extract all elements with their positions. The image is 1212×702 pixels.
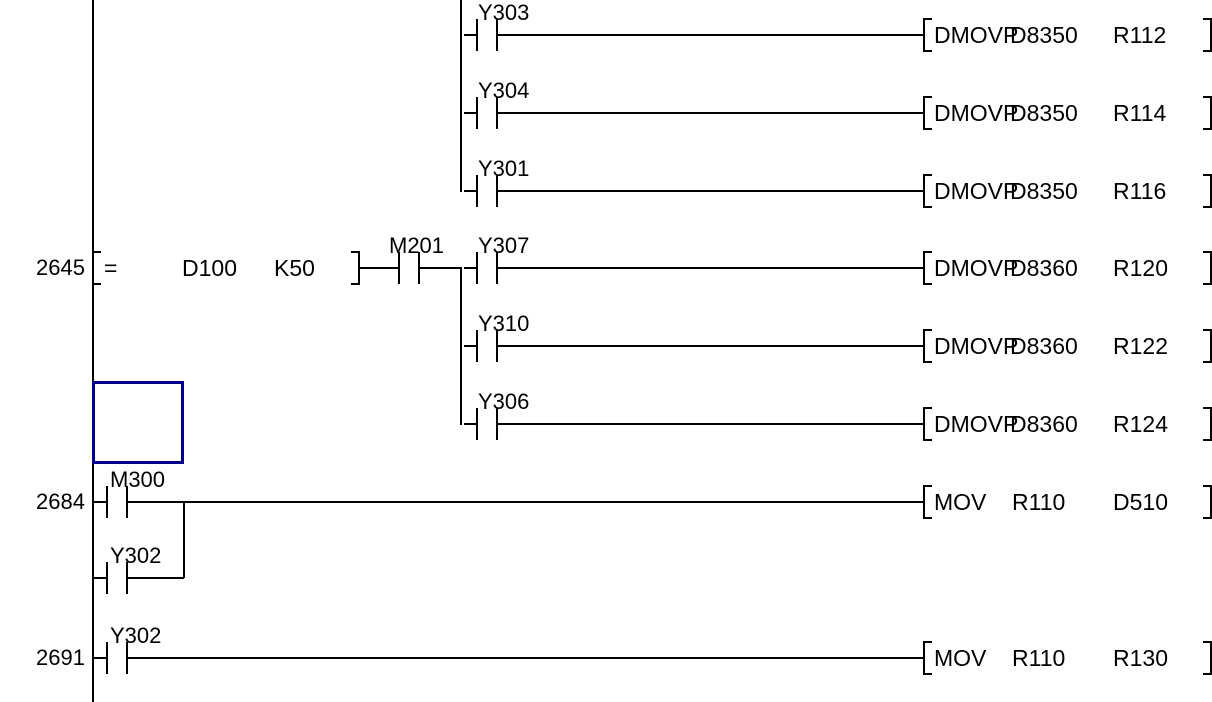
instruction-operand2-3[interactable]: R116 bbox=[1113, 178, 1167, 204]
instruction-bracket-open-5 bbox=[923, 329, 932, 363]
instruction-bracket-open-2 bbox=[923, 96, 932, 130]
instruction-name-5[interactable]: DMOVP bbox=[934, 333, 1019, 359]
contact-label-y306: Y306 bbox=[478, 389, 530, 414]
instruction-bracket-close-1 bbox=[1203, 18, 1212, 52]
rung-wire-a2 bbox=[508, 112, 925, 114]
instruction-operand1-8[interactable]: R110 bbox=[1012, 645, 1066, 671]
instruction-operand2-1[interactable]: R112 bbox=[1113, 22, 1167, 48]
contact-label-y307: Y307 bbox=[478, 233, 530, 258]
rung-wire-b2 bbox=[508, 345, 925, 347]
rung-wire-a3 bbox=[508, 190, 925, 192]
instruction-bracket-open-3 bbox=[923, 174, 932, 208]
instruction-operand1-7[interactable]: R110 bbox=[1012, 489, 1066, 515]
instruction-name-2[interactable]: DMOVP bbox=[934, 100, 1019, 126]
step-number-2684: 2684 bbox=[36, 489, 85, 514]
instruction-operand2-4[interactable]: R120 bbox=[1113, 255, 1168, 281]
step-number-2691: 2691 bbox=[36, 645, 85, 670]
instruction-bracket-close-2 bbox=[1203, 96, 1212, 130]
contact-label-y304: Y304 bbox=[478, 78, 530, 103]
instruction-name-4[interactable]: DMOVP bbox=[934, 255, 1019, 281]
contact-label-y310: Y310 bbox=[478, 311, 530, 336]
instruction-operand1-6[interactable]: D8360 bbox=[1010, 411, 1078, 437]
instruction-bracket-close-7 bbox=[1203, 485, 1212, 519]
contact-y307[interactable] bbox=[464, 252, 510, 284]
contact-label-y302-branch: Y302 bbox=[110, 543, 162, 568]
instruction-operand1-2[interactable]: D8350 bbox=[1010, 100, 1078, 126]
rung-wire-2645-lead bbox=[360, 267, 386, 269]
contact-label-m201: M201 bbox=[389, 233, 445, 258]
instruction-bracket-open-4 bbox=[923, 251, 932, 285]
contact-y302-2691[interactable] bbox=[94, 642, 140, 674]
instruction-name-1[interactable]: DMOVP bbox=[934, 22, 1019, 48]
instruction-name-6[interactable]: DMOVP bbox=[934, 411, 1019, 437]
branch-join-right-2684 bbox=[183, 501, 185, 578]
rung-wire-2691-main bbox=[138, 657, 925, 659]
contact-label-m300: M300 bbox=[110, 467, 166, 492]
compare-operand1[interactable]: D100 bbox=[182, 255, 237, 281]
branch-rail-group-a bbox=[460, 0, 462, 192]
instruction-operand1-5[interactable]: D8360 bbox=[1010, 333, 1078, 359]
instruction-name-7[interactable]: MOV bbox=[934, 489, 987, 515]
instruction-operand2-7[interactable]: D510 bbox=[1113, 489, 1168, 515]
branch-wire-2684-bottom bbox=[138, 577, 184, 579]
instruction-name-3[interactable]: DMOVP bbox=[934, 178, 1019, 204]
selection-cursor[interactable] bbox=[92, 381, 184, 464]
instruction-bracket-close-6 bbox=[1203, 407, 1212, 441]
instruction-bracket-close-5 bbox=[1203, 329, 1212, 363]
branch-rail-group-b bbox=[460, 267, 462, 425]
rung-wire-b1 bbox=[508, 267, 925, 269]
compare-bracket-open bbox=[92, 251, 101, 285]
step-number-2645: 2645 bbox=[36, 255, 85, 280]
instruction-bracket-open-8 bbox=[923, 641, 932, 675]
instruction-bracket-open-7 bbox=[923, 485, 932, 519]
instruction-name-8[interactable]: MOV bbox=[934, 645, 987, 671]
contact-label-y301: Y301 bbox=[478, 156, 530, 181]
compare-operator[interactable]: = bbox=[104, 255, 118, 281]
contact-m201[interactable] bbox=[386, 252, 432, 284]
contact-label-y302-2691: Y302 bbox=[110, 623, 162, 648]
instruction-operand2-8[interactable]: R130 bbox=[1113, 645, 1168, 671]
rung-wire-a1 bbox=[508, 34, 925, 36]
contact-label-y303: Y303 bbox=[478, 0, 530, 25]
contact-y303[interactable] bbox=[464, 19, 510, 51]
contact-y310[interactable] bbox=[464, 330, 510, 362]
contact-y301[interactable] bbox=[464, 175, 510, 207]
contact-y304[interactable] bbox=[464, 97, 510, 129]
contact-y302-branch[interactable] bbox=[94, 562, 140, 594]
left-power-rail bbox=[92, 0, 94, 702]
rung-wire-2645-to-branch bbox=[430, 267, 462, 269]
instruction-operand2-6[interactable]: R124 bbox=[1113, 411, 1168, 437]
instruction-bracket-close-4 bbox=[1203, 251, 1212, 285]
instruction-operand1-3[interactable]: D8350 bbox=[1010, 178, 1078, 204]
instruction-operand2-2[interactable]: R114 bbox=[1113, 100, 1167, 126]
instruction-operand1-1[interactable]: D8350 bbox=[1010, 22, 1078, 48]
contact-y306[interactable] bbox=[464, 408, 510, 440]
compare-bracket-close bbox=[351, 251, 360, 285]
compare-operand2[interactable]: K50 bbox=[274, 255, 315, 281]
instruction-operand2-5[interactable]: R122 bbox=[1113, 333, 1168, 359]
rung-wire-2684-main bbox=[138, 501, 925, 503]
instruction-bracket-close-8 bbox=[1203, 641, 1212, 675]
instruction-bracket-open-1 bbox=[923, 18, 932, 52]
contact-m300[interactable] bbox=[94, 486, 140, 518]
instruction-operand1-4[interactable]: D8360 bbox=[1010, 255, 1078, 281]
branch-join-left-2684 bbox=[92, 501, 94, 578]
rung-wire-b3 bbox=[508, 423, 925, 425]
instruction-bracket-open-6 bbox=[923, 407, 932, 441]
instruction-bracket-close-3 bbox=[1203, 174, 1212, 208]
